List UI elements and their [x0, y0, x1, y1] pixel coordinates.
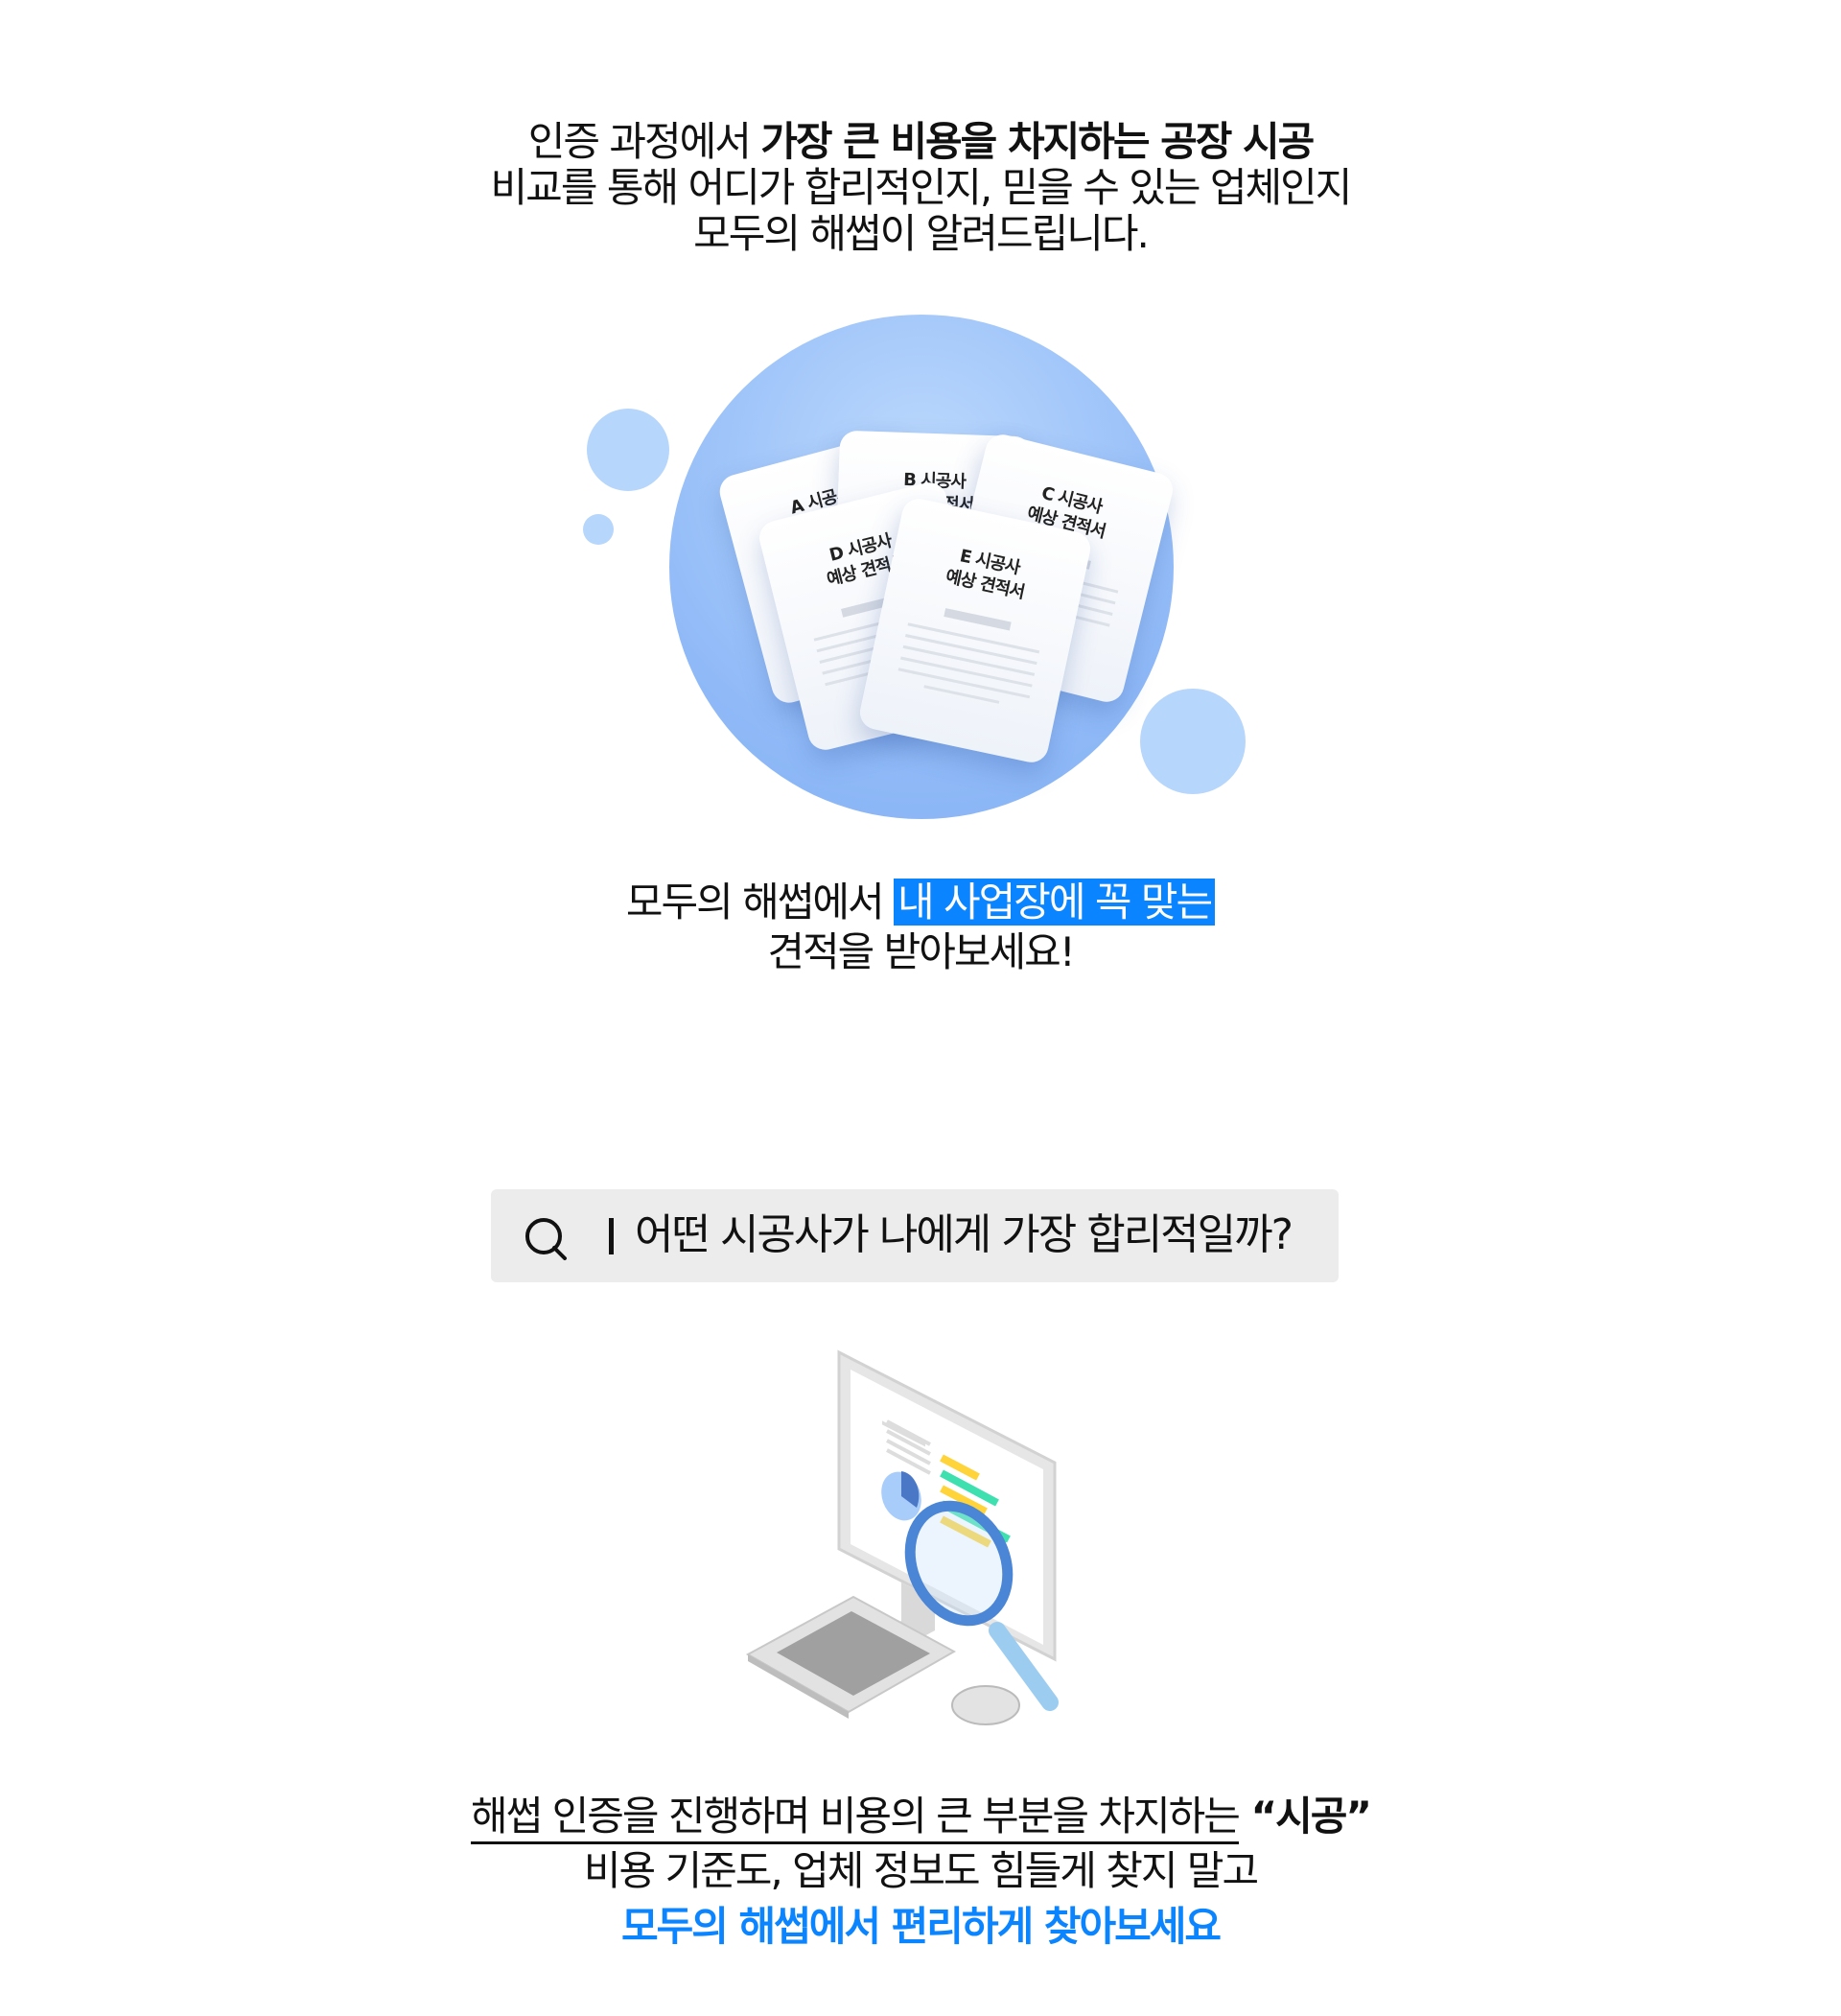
intro-line-1-bold: 가장 큰 비용을 차지하는 공장 시공 — [760, 118, 1315, 165]
search-query: 어떤 시공사가 나에게 가장 합리적일까? — [635, 1210, 1293, 1259]
estimate-line-2: 견적을 받아보세요! — [767, 928, 1075, 975]
document-heading-bar — [944, 608, 1012, 631]
intro-text: 인증 과정에서 가장 큰 비용을 차지하는 공장 시공 비교를 통해 어디가 합… — [0, 119, 1841, 257]
closing-bold-keyword: “시공” — [1238, 1793, 1373, 1840]
text-cursor — [609, 1218, 614, 1254]
search-icon — [525, 1218, 567, 1260]
decor-bubble-small-3 — [1140, 689, 1246, 794]
mouse-icon — [951, 1685, 1020, 1725]
decor-bubble-small-2 — [583, 514, 614, 545]
closing-line-2: 비용 기준도, 업체 정보도 힘들게 찾지 말고 — [583, 1847, 1259, 1894]
intro-line-3: 모두의 해썹이 알려드립니다. — [693, 210, 1150, 257]
closing-line-1: 해썹 인증을 진행하며 비용의 큰 부분을 차지하는 “시공” — [0, 1790, 1841, 1844]
decor-bubble-small-1 — [587, 409, 669, 491]
closing-underlined: 해썹 인증을 진행하며 비용의 큰 부분을 차지하는 — [470, 1793, 1241, 1844]
intro-line-2: 비교를 통해 어디가 합리적인지, 믿을 수 있는 업체인지 — [490, 164, 1353, 211]
closing-text: 해썹 인증을 진행하며 비용의 큰 부분을 차지하는 “시공” 비용 기준도, … — [0, 1790, 1841, 1955]
estimate-line-1-normal: 모두의 해썹에서 — [625, 879, 894, 926]
estimate-text: 모두의 해썹에서 내 사업장에 꼭 맞는 견적을 받아보세요! — [0, 879, 1841, 975]
magnifier-icon — [904, 1500, 1059, 1711]
intro-line-1-normal: 인증 과정에서 — [527, 118, 761, 165]
intro-line-1: 인증 과정에서 가장 큰 비용을 차지하는 공장 시공 — [0, 119, 1841, 165]
estimate-highlight: 내 사업장에 꼭 맞는 — [894, 879, 1216, 926]
computer-magnifier-illustration — [745, 1349, 1059, 1725]
search-bar[interactable]: 어떤 시공사가 나에게 가장 합리적일까? — [491, 1189, 1339, 1282]
closing-line-3: 모두의 해썹에서 편리하게 찾아보세요 — [620, 1903, 1222, 1950]
keyboard-icon — [745, 1595, 957, 1719]
estimate-line-1: 모두의 해썹에서 내 사업장에 꼭 맞는 — [0, 879, 1841, 926]
